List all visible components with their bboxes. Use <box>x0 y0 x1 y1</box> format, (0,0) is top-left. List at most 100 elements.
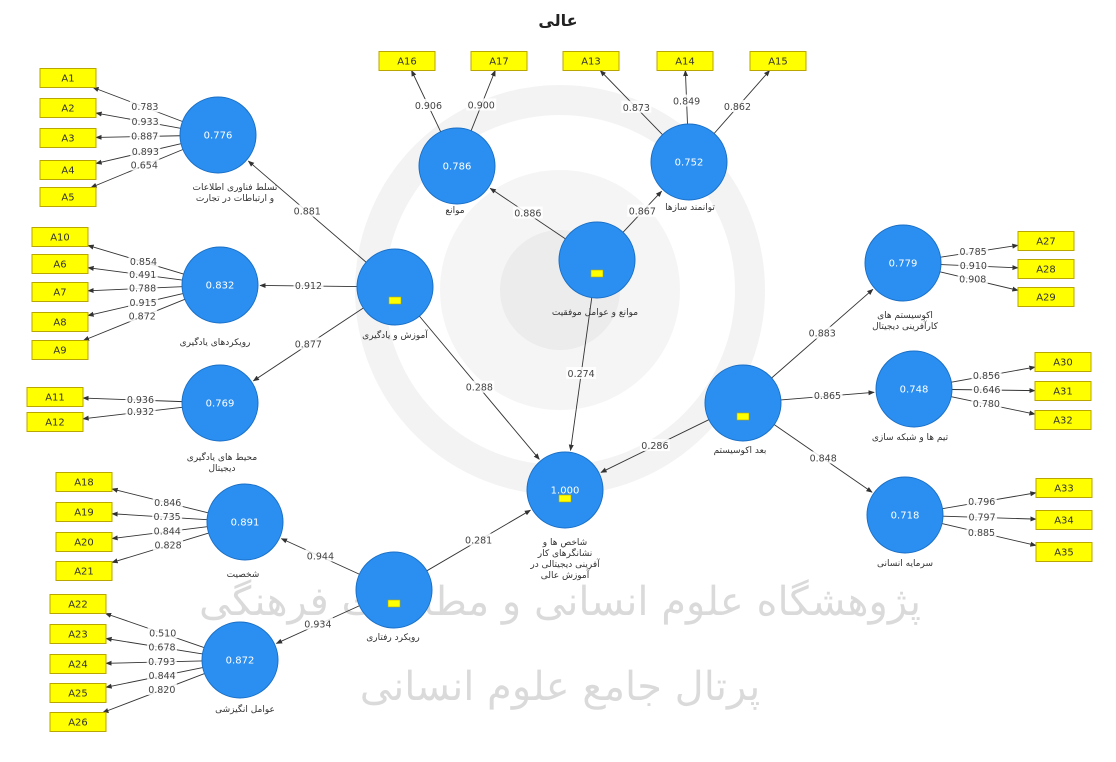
indicator-label: A27 <box>1036 237 1056 248</box>
construct-marker-icon <box>558 494 572 503</box>
edge-weight: 0.900 <box>468 100 495 111</box>
indicator-a25: A25 <box>49 683 107 703</box>
indicator-label: A11 <box>45 393 65 404</box>
indicator-a17: A17 <box>470 51 528 71</box>
indicator-a26: A26 <box>49 712 107 732</box>
indicator-label: A25 <box>68 689 88 700</box>
edge-eco-human: 0.848 <box>774 424 873 493</box>
edge-weight: 0.678 <box>148 642 175 653</box>
indicator-label: A18 <box>74 478 94 489</box>
construct-label: رویکردهای یادگیری <box>180 336 251 348</box>
indicator-label: A15 <box>768 57 788 68</box>
edge-weight: 0.856 <box>973 371 1000 382</box>
watermark-text-2: پرتال جامع علوم انسانی <box>360 664 761 710</box>
indicator-boxes: A1A2A3A4A5A10A6A7A8A9A11A12A18A19A20A21A… <box>26 51 1093 732</box>
edge-digi_eco-a29: 0.908 <box>939 271 1019 292</box>
indicator-a5: A5 <box>39 187 97 207</box>
indicator-label: A26 <box>68 718 88 729</box>
edge-it-a4: 0.893 <box>95 143 182 165</box>
edge-weight: 0.910 <box>960 261 987 272</box>
edge-weight: 0.908 <box>959 275 986 286</box>
construct-circle <box>181 246 259 324</box>
edge-weight: 0.780 <box>973 399 1000 410</box>
construct-circle <box>356 248 434 326</box>
edge-weight: 0.796 <box>968 497 995 508</box>
indicator-a14: A14 <box>656 51 714 71</box>
edge-weight: 0.828 <box>154 540 181 551</box>
edge-weight: 0.281 <box>465 536 492 547</box>
construct-learn-app: 0.832 رویکردهای یادگیری <box>180 246 259 348</box>
indicator-a32: A32 <box>1034 410 1092 430</box>
edge-learn_app-a8: 0.915 <box>87 293 184 317</box>
indicator-label: A33 <box>1054 484 1074 495</box>
indicator-label: A22 <box>68 600 88 611</box>
construct-value: 0.779 <box>889 259 918 270</box>
edge-human-a34: 0.797 <box>942 510 1037 523</box>
edge-person-a19: 0.735 <box>111 510 208 523</box>
indicator-label: A31 <box>1053 387 1073 398</box>
construct-label: دیجیتال <box>208 464 235 474</box>
edge-weight: 0.886 <box>514 209 541 220</box>
indicator-a18: A18 <box>55 472 113 492</box>
indicator-label: A9 <box>53 346 66 357</box>
construct-value: 0.769 <box>206 399 235 410</box>
indicator-label: A20 <box>74 538 94 549</box>
edge-enablers-a13: 0.873 <box>599 70 663 136</box>
construct-circle <box>558 221 636 299</box>
indicator-a29: A29 <box>1017 287 1075 307</box>
construct-marker-icon <box>736 412 750 421</box>
construct-circle <box>206 483 284 561</box>
edge-motiv-a22: 0.510 <box>104 612 205 649</box>
indicator-label: A1 <box>61 74 74 85</box>
indicator-a9: A9 <box>31 340 89 360</box>
construct-label: تیم ها و شبکه سازی <box>872 433 949 443</box>
construct-barr-en: موانع و عوامل موفقیت <box>552 221 638 318</box>
edge-weight: 0.877 <box>295 339 322 350</box>
indicator-label: A28 <box>1036 265 1056 276</box>
edge-enablers-a15: 0.862 <box>713 70 771 134</box>
indicator-a4: A4 <box>39 160 97 180</box>
indicator-label: A32 <box>1053 416 1073 427</box>
indicator-label: A23 <box>68 630 88 641</box>
construct-label: توانمند سازها <box>665 203 715 213</box>
construct-circle <box>181 364 259 442</box>
construct-circle <box>355 551 433 629</box>
construct-label: شخصیت <box>227 570 260 580</box>
edge-barriers-a16: 0.906 <box>411 69 444 132</box>
edge-weight: 0.862 <box>724 102 751 113</box>
indicator-a2: A2 <box>39 98 97 118</box>
edge-eco-target: 0.286 <box>600 419 710 473</box>
indicator-a20: A20 <box>55 532 113 552</box>
edge-weight: 0.893 <box>132 147 159 158</box>
indicator-a13: A13 <box>562 51 620 71</box>
indicator-label: A24 <box>68 660 88 671</box>
edge-motiv-a25: 0.844 <box>105 667 203 689</box>
edge-digi_eco-a27: 0.785 <box>940 243 1019 258</box>
edge-weight: 0.912 <box>295 281 322 292</box>
edge-eco-digi_eco: 0.883 <box>771 288 874 379</box>
edge-behav-person: 0.944 <box>280 538 360 575</box>
construct-circle <box>875 350 953 428</box>
construct-circle <box>179 96 257 174</box>
edge-human-a33: 0.796 <box>942 491 1037 510</box>
edge-behav-target: 0.281 <box>426 509 532 572</box>
edge-weight: 0.788 <box>129 283 156 294</box>
construct-marker-icon <box>388 296 402 305</box>
edge-weight: 0.906 <box>415 101 442 112</box>
edge-enablers-a14: 0.849 <box>671 69 702 125</box>
construct-value: 0.832 <box>206 281 235 292</box>
edge-it-a5: 0.654 <box>90 149 184 188</box>
indicator-label: A35 <box>1054 548 1074 559</box>
construct-circle <box>866 476 944 554</box>
edge-weight: 0.783 <box>131 102 158 113</box>
construct-label: موانع و عوامل موفقیت <box>552 308 638 318</box>
construct-marker-icon <box>590 269 604 278</box>
edge-edu-env: 0.877 <box>252 307 364 382</box>
edge-weight: 0.286 <box>641 441 668 452</box>
edge-weight: 0.491 <box>129 270 156 281</box>
